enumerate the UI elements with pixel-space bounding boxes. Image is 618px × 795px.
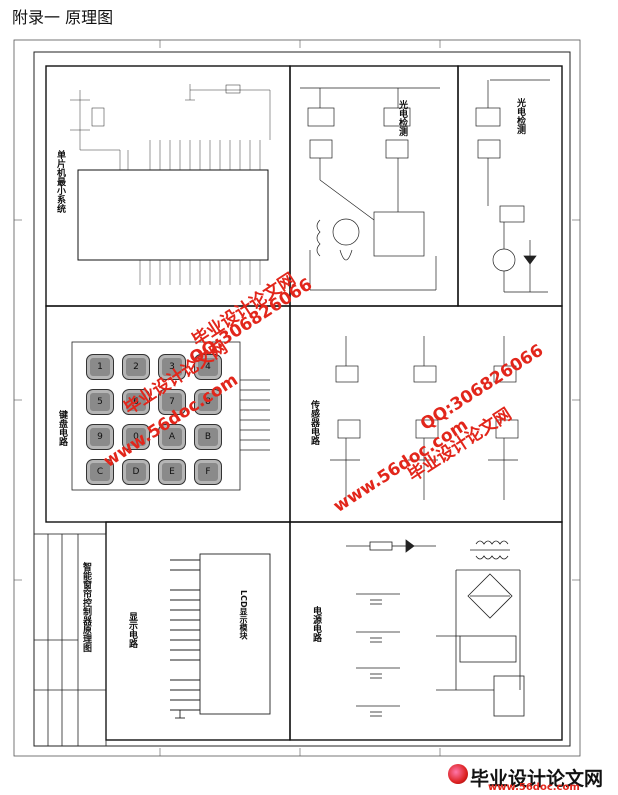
label-sensor: 传感器电路 (309, 400, 319, 445)
label-photo-right: 光电检测 (515, 98, 525, 134)
keypad-key: A (158, 424, 186, 450)
keypad-key: 8 (194, 389, 222, 415)
section-top-right (457, 65, 563, 307)
label-photo-left: 光电检测 (397, 100, 407, 136)
keypad-key: C (86, 459, 114, 485)
label-keypad: 键盘电路 (57, 410, 67, 446)
label-power: 电源电路 (311, 606, 321, 642)
keypad-key: 3 (158, 354, 186, 380)
keypad-key: 2 (122, 354, 150, 380)
keypad-key: 0 (122, 424, 150, 450)
keypad-key: 5 (86, 389, 114, 415)
mcu-chip (77, 169, 269, 261)
brand-name: 毕业设计论文网 (470, 768, 604, 790)
keypad-key: B (194, 424, 222, 450)
brand-url: www.56doc.com (488, 782, 580, 793)
brand-logo-icon (448, 764, 468, 784)
lcd-module-label: LCD显示模块 (239, 590, 248, 640)
label-mcu: 单片机最小系统 (55, 150, 65, 213)
keypad-key: 9 (86, 424, 114, 450)
keypad-key: 4 (194, 354, 222, 380)
section-mcu (45, 65, 291, 307)
page-title: 附录一 原理图 (12, 8, 114, 27)
section-power (289, 521, 563, 741)
label-lcd: 显示电路 (127, 612, 137, 648)
keypad-key: 7 (158, 389, 186, 415)
title-block-title: 智能窗帘控制器原理图 (81, 562, 91, 652)
outer-frame (13, 39, 581, 757)
keypad-key: 6 (122, 389, 150, 415)
keypad-key: E (158, 459, 186, 485)
keypad-frame (71, 341, 241, 491)
section-top-middle (289, 65, 459, 307)
keypad-key: D (122, 459, 150, 485)
inner-frame (33, 51, 571, 747)
keypad-key: F (194, 459, 222, 485)
lcd-module (199, 553, 271, 715)
keypad-key: 1 (86, 354, 114, 380)
